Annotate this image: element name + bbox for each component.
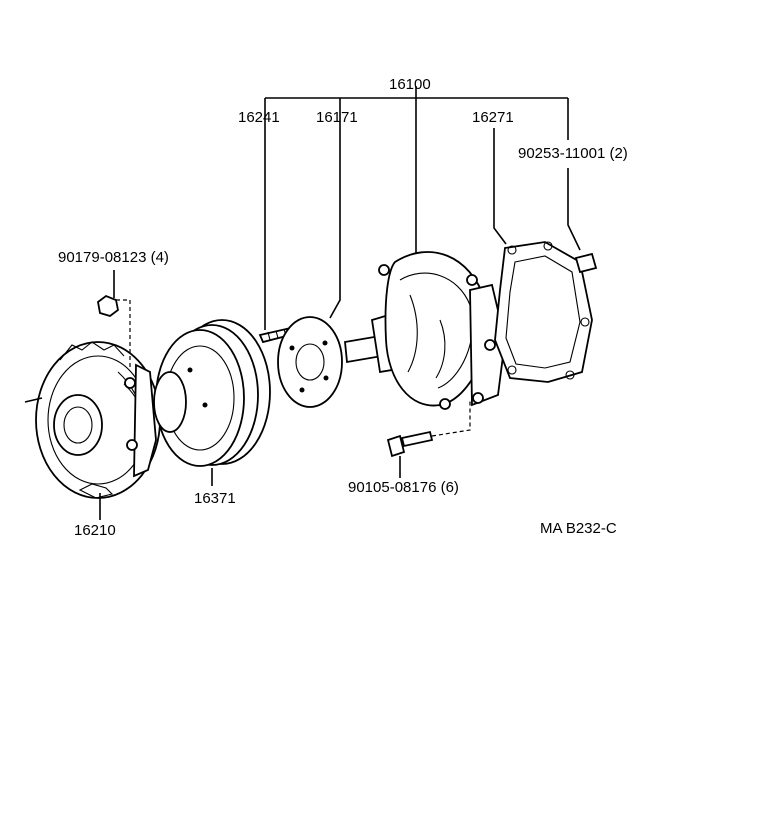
flange-16171 [277, 316, 343, 408]
label-bolt-90105: 90105-08176 (6) [348, 479, 459, 496]
label-gasket-16271: 16271 [472, 109, 514, 126]
pulley-16371 [153, 319, 271, 486]
label-stud-16241: 16241 [238, 109, 280, 126]
bolt-90105 [386, 400, 471, 478]
label-assembly-16100: 16100 [389, 76, 431, 93]
figure-code: MA B232-C [540, 520, 617, 537]
plug-90253 [574, 252, 598, 274]
fan-coupling-16210 [24, 341, 161, 520]
gasket-16271 [494, 241, 593, 383]
label-fan-coupling-16210: 16210 [74, 522, 116, 539]
label-nut-90179: 90179-08123 (4) [58, 249, 169, 266]
label-pulley-16371: 16371 [194, 490, 236, 507]
label-plug-90253: 90253-11001 (2) [518, 145, 628, 162]
water-pump-body [344, 251, 506, 410]
label-flange-16171: 16171 [316, 109, 358, 126]
nut-90179 [97, 270, 131, 370]
assembly-leader-bracket [264, 86, 581, 330]
